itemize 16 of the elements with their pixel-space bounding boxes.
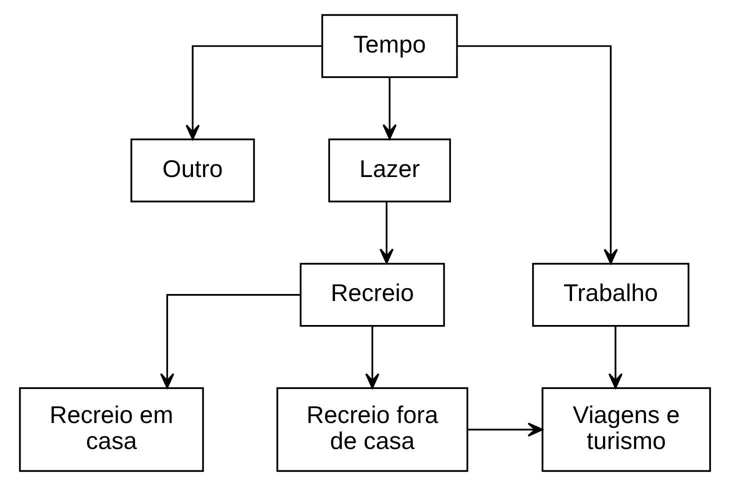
node-box: Outro [130, 138, 254, 202]
arrow [467, 422, 543, 437]
arrow [379, 202, 394, 264]
arrow [364, 326, 379, 389]
arrow [382, 77, 396, 140]
node-box: Recreio fora de casa [276, 387, 468, 472]
node-box: Tempo [320, 14, 458, 78]
arrow [160, 294, 300, 389]
node-box: Recreio [299, 262, 444, 327]
arrow [608, 326, 622, 389]
arrow [456, 45, 618, 264]
node-box: Recreio em casa [18, 387, 204, 472]
arrow [185, 45, 322, 140]
node-box: Lazer [328, 138, 450, 202]
node-box: Trabalho [532, 262, 689, 327]
node-box: Viagens e turismo [541, 387, 710, 472]
